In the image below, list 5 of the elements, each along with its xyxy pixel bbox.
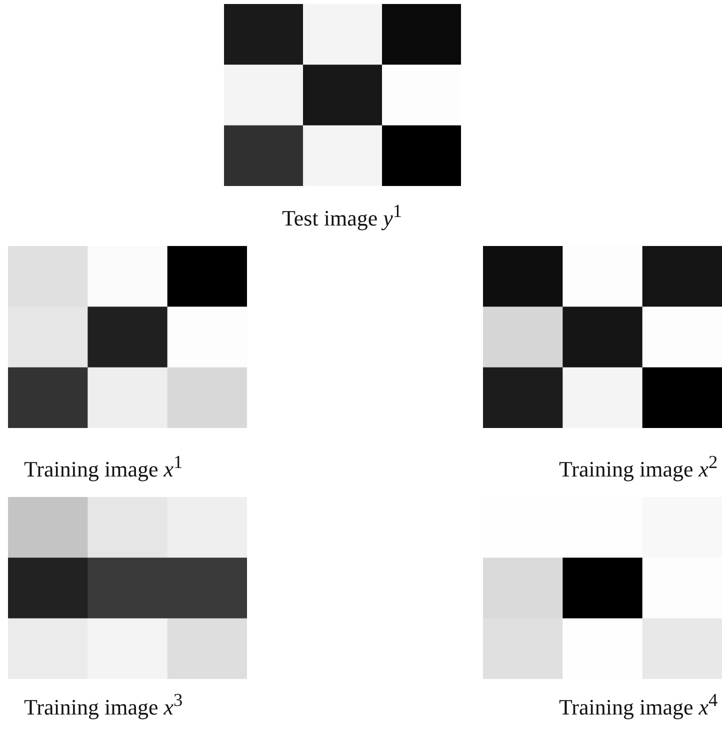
image-caption: Test image y$^{1}$ <box>282 201 402 232</box>
image-caption: Training image x$^{1}$ <box>24 452 183 482</box>
image-caption: Training image x$^{4}$ <box>559 690 718 720</box>
image-caption: Training image x$^{2}$ <box>559 452 718 482</box>
image-caption: Training image x$^{3}$ <box>24 690 183 720</box>
